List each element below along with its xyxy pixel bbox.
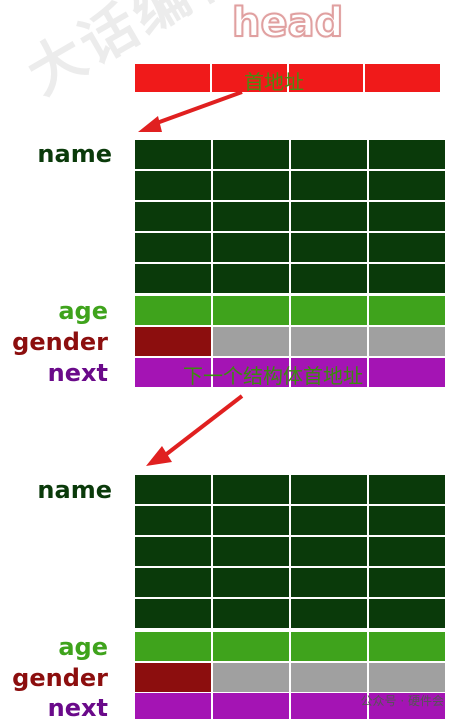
head-pointer-bar: [135, 64, 440, 92]
arrow-head-to-struct1: [138, 90, 243, 132]
label-next: next: [47, 359, 108, 387]
head-address-label: 首地址: [244, 70, 304, 94]
head-cell: [211, 64, 287, 92]
label-age: age: [58, 297, 108, 325]
head-cell: [135, 64, 210, 92]
label-gender: gender: [12, 664, 108, 692]
label-gender: gender: [12, 328, 108, 356]
label-name: name: [37, 476, 112, 504]
gender-field-row: [135, 663, 445, 694]
age-field-row: [135, 632, 445, 663]
age-field-row: [135, 296, 445, 327]
arrow-struct1-to-struct2: [146, 394, 244, 466]
label-age: age: [58, 633, 108, 661]
next-pointer-row: [135, 693, 445, 721]
label-next: next: [47, 694, 108, 722]
gender-field-row: [135, 327, 445, 358]
next-address-label: 下一个结构体首地址: [183, 364, 363, 388]
label-name: name: [37, 140, 112, 168]
head-title: head: [231, 0, 344, 47]
head-cell: [288, 64, 364, 92]
next-pointer-row: [135, 358, 445, 389]
footer-account-label: 公众号 · 硬件会: [360, 694, 444, 708]
name-field-grid: [135, 140, 445, 295]
head-cell: [365, 64, 440, 92]
name-field-grid: [135, 475, 445, 630]
